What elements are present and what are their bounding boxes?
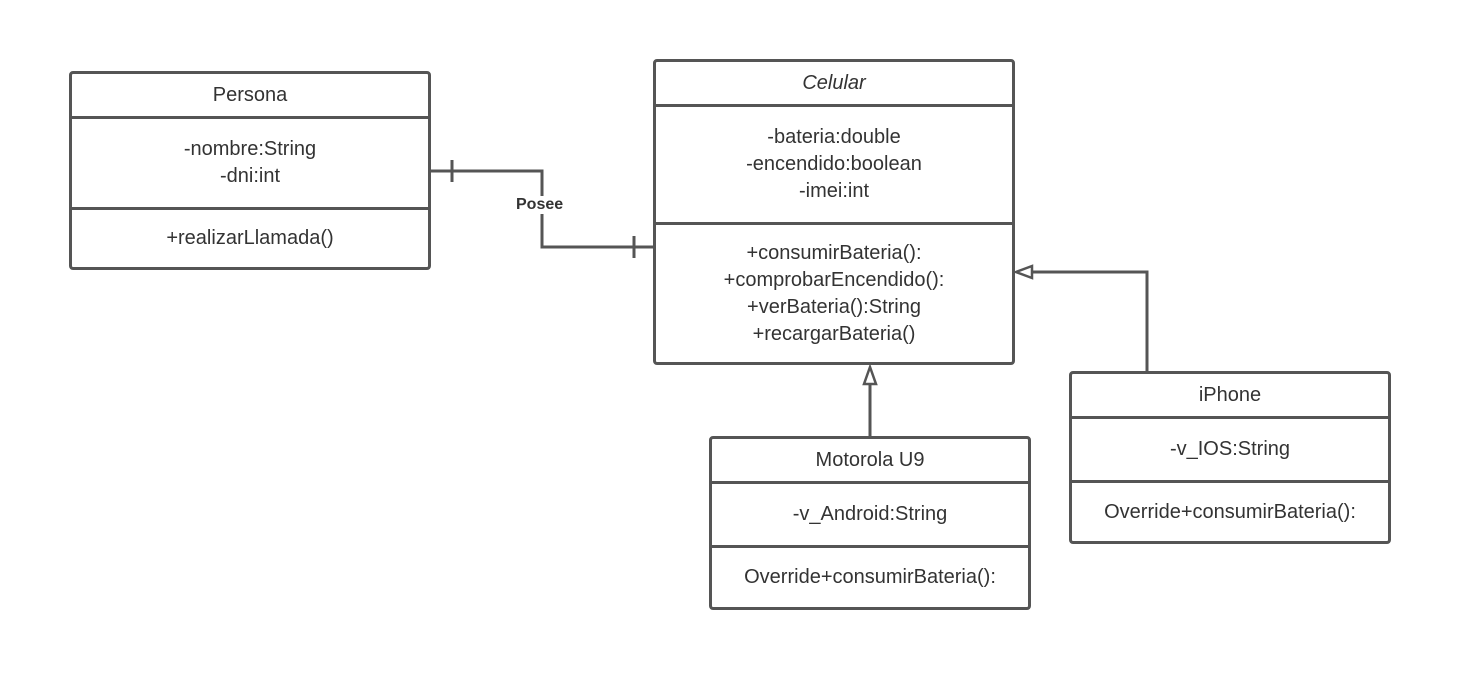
class-iphone[interactable]: iPhone -v_IOS:String Override+consumirBa… <box>1069 371 1391 544</box>
method: +recargarBateria() <box>752 322 916 345</box>
method: Override+consumirBateria(): <box>744 566 996 588</box>
attribute: -v_IOS:String <box>1169 438 1291 460</box>
class-motorola-u9-methods: Override+consumirBateria(): <box>712 545 1028 607</box>
class-persona[interactable]: Persona -nombre:String -dni:int +realiza… <box>69 71 431 270</box>
class-motorola-u9[interactable]: Motorola U9 -v_Android:String Override+c… <box>709 436 1031 610</box>
attribute: -imei:int <box>798 180 869 202</box>
class-persona-attributes: -nombre:String -dni:int <box>72 116 428 207</box>
attribute: -encendido:boolean <box>746 153 922 175</box>
class-celular-attributes: -bateria:double -encendido:boolean -imei… <box>656 104 1012 222</box>
class-iphone-methods: Override+consumirBateria(): <box>1072 480 1388 541</box>
attribute: -v_Android:String <box>792 503 948 525</box>
method: +consumirBateria(): <box>746 241 922 264</box>
class-persona-methods: +realizarLlamada() <box>72 207 428 267</box>
attribute: -dni:int <box>219 165 281 187</box>
association-label-posee: Posee <box>514 196 566 214</box>
generalization-iphone[interactable] <box>1012 264 1149 373</box>
generalization-motorola-arrowhead <box>862 363 878 386</box>
class-motorola-u9-attributes: -v_Android:String <box>712 481 1028 545</box>
generalization-iphone-line[interactable] <box>1032 270 1149 373</box>
generalization-motorola[interactable] <box>862 363 878 437</box>
method: Override+consumirBateria(): <box>1104 500 1356 523</box>
class-iphone-name: iPhone <box>1198 383 1262 406</box>
class-celular-methods: +consumirBateria(): +comprobarEncendido(… <box>656 222 1012 362</box>
method: +verBateria():String <box>747 295 921 318</box>
class-motorola-u9-name: Motorola U9 <box>815 448 925 471</box>
class-celular[interactable]: Celular -bateria:double -encendido:boole… <box>653 59 1015 365</box>
class-persona-name: Persona <box>212 83 288 106</box>
attribute: -nombre:String <box>183 138 317 160</box>
class-iphone-attributes: -v_IOS:String <box>1072 416 1388 480</box>
class-celular-name: Celular <box>802 71 866 94</box>
attribute: -bateria:double <box>767 126 901 148</box>
generalization-iphone-arrowhead <box>1012 264 1034 280</box>
method: +comprobarEncendido(): <box>723 268 945 291</box>
method: +realizarLlamada() <box>166 227 334 249</box>
